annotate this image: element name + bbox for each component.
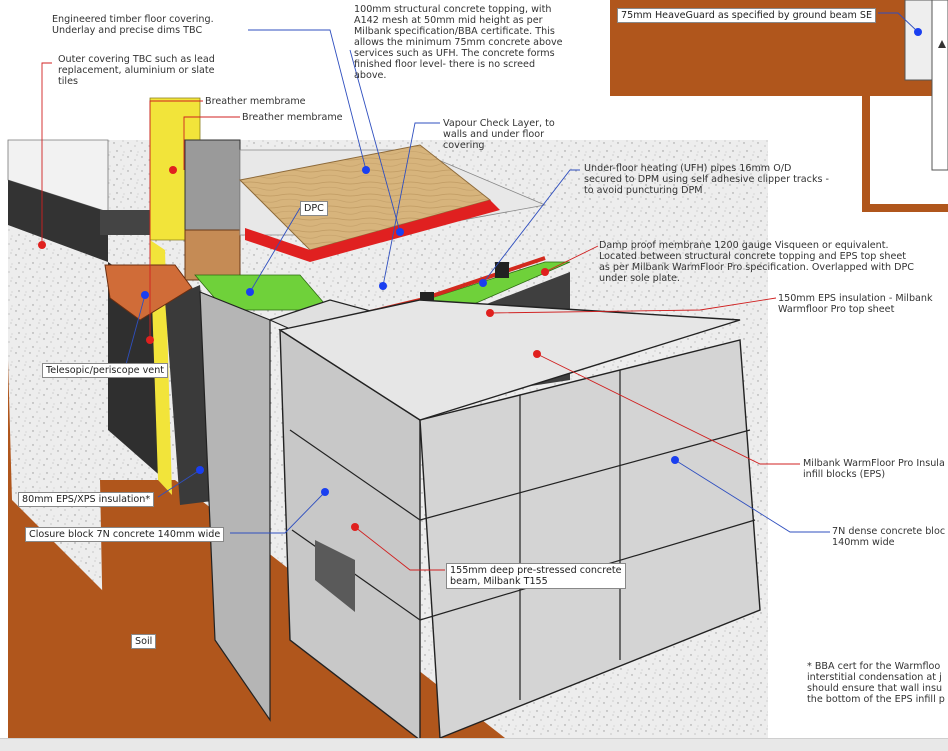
leader-concrete-topping: [349, 49, 401, 233]
leader-closure: [230, 491, 326, 534]
marker-dot-dpm: [541, 268, 549, 276]
leader-breather-1: [149, 100, 203, 340]
label-timber-covering: Engineered timber floor covering. Underl…: [52, 14, 214, 36]
ground-beam-side: [931, 0, 948, 171]
label-breather-2: Breather membrame: [242, 112, 343, 123]
label-beam: 155mm deep pre-stressed concrete beam, M…: [446, 563, 626, 589]
soil-left: [8, 360, 250, 738]
label-outer-covering: Outer covering TBC such as lead replacem…: [58, 54, 215, 87]
label-soil: Soil: [131, 634, 157, 649]
marker-dot-outer-covering: [38, 241, 46, 249]
label-breather-1: Breather membrame: [205, 96, 306, 107]
label-heaveguard: 75mm HeaveGuard as specified by ground b…: [617, 8, 877, 23]
window-bottom-bar: [0, 738, 948, 751]
leader-vent: [124, 294, 146, 369]
leader-lines: [41, 12, 919, 571]
marker-dot-heaveguard: [914, 28, 922, 36]
label-closure: Closure block 7N concrete 140mm wide: [25, 527, 225, 542]
marker-dot-infill: [533, 350, 541, 358]
marker-dot-breather-2: [169, 166, 177, 174]
leader-ufh: [482, 169, 580, 284]
label-ufh: Under-floor heating (UFH) pipes 16mm O/D…: [584, 163, 830, 196]
marker-dot-dpc: [246, 288, 254, 296]
marker-dot-vapour: [379, 282, 387, 290]
leader-heaveguard: [878, 12, 919, 33]
marker-dot-vent: [141, 291, 149, 299]
leader-dpc: [249, 207, 301, 293]
leader-eps-xps: [157, 469, 201, 498]
marker-dot-breather-1: [146, 336, 154, 344]
label-infill: Milbank WarmFloor Pro Insula infill bloc…: [803, 458, 945, 480]
label-dense-block: 7N dense concrete bloc 140mm wide: [832, 526, 946, 548]
sole-plate: [184, 229, 241, 281]
leader-dense-block: [674, 459, 830, 533]
leader-breather-2: [183, 116, 240, 170]
dense-block-wall-top: [278, 299, 741, 421]
outer-covering-layer: [8, 180, 108, 262]
label-eps-xps: 80mm EPS/XPS insulation*: [18, 492, 155, 507]
dense-block-wall-front: [419, 339, 761, 740]
marker-dot-timber: [362, 166, 370, 174]
label-bba-note: * BBA cert for the Warmfloo interstitial…: [807, 661, 945, 705]
marker-dot-dense-block: [671, 456, 679, 464]
blockwork: [199, 291, 761, 742]
label-dpm: Damp proof membrane 1200 gauge Visqueen …: [599, 240, 914, 284]
marker-dot-beam: [351, 523, 359, 531]
marker-dot-closure: [321, 488, 329, 496]
leader-dpm: [544, 245, 599, 273]
leader-outer-covering: [41, 62, 52, 245]
marker-dot-eps-xps: [196, 466, 204, 474]
leader-timber: [248, 29, 367, 171]
leader-vapour: [382, 122, 440, 287]
label-dpc: DPC: [300, 201, 328, 216]
leader-infill: [536, 353, 800, 465]
label-concrete-topping: 100mm structural concrete topping, with …: [354, 4, 563, 81]
closure-block-side: [199, 291, 271, 722]
leader-beam: [354, 526, 445, 571]
marker-dot-eps-top: [486, 309, 494, 317]
label-vent: Telesopic/periscope vent: [42, 363, 169, 378]
marker-dot-concrete: [396, 228, 404, 236]
label-eps-top: 150mm EPS insulation - Milbank Warmfloor…: [778, 293, 933, 315]
beam-void: [315, 540, 355, 612]
clipper-track-2: [495, 262, 509, 278]
marker-dot-ufh: [479, 279, 487, 287]
arrow-up-icon: [938, 40, 946, 48]
leader-eps-top: [489, 297, 777, 314]
label-vapour-check: Vapour Check Layer, to walls and under f…: [443, 118, 555, 151]
vapour-check-layer: [245, 200, 500, 262]
